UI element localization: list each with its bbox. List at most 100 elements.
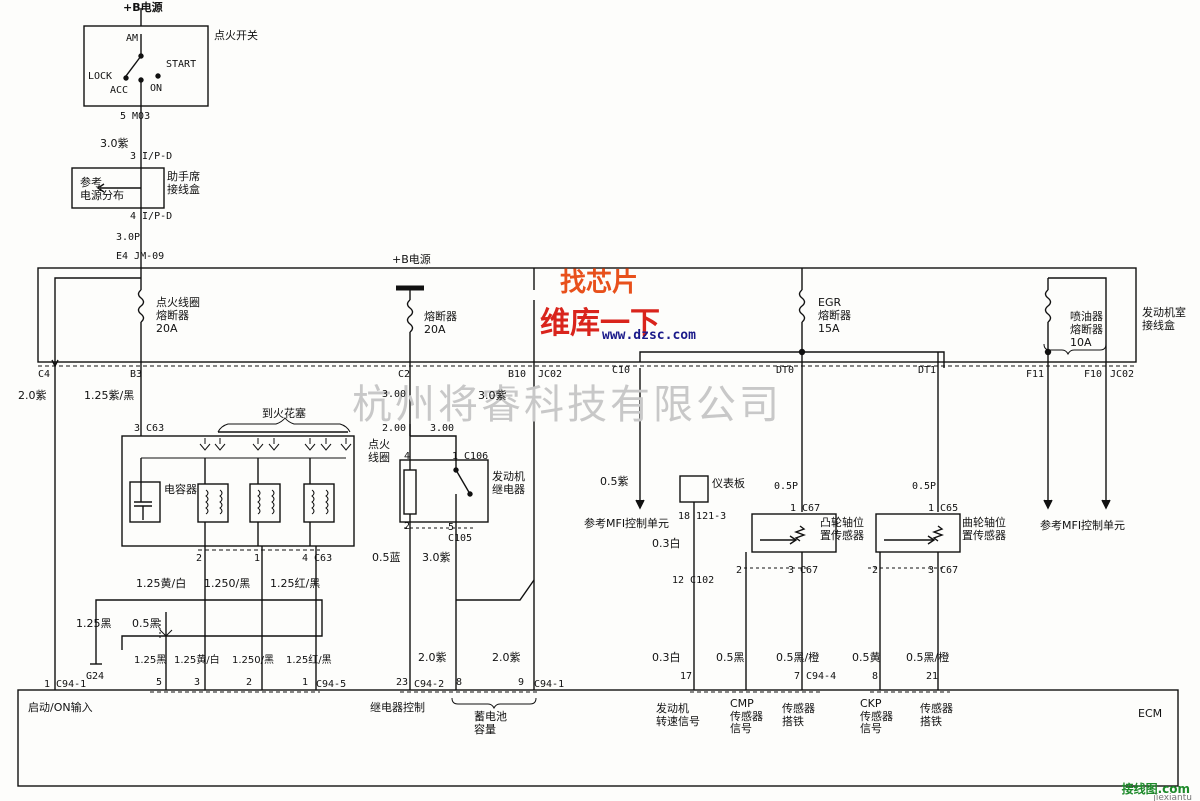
pin-ipd-bot: 4 I/P-D	[130, 211, 173, 222]
ignition-coil-box	[121, 435, 355, 547]
passenger-box-label: 助手席 接线盒	[167, 170, 200, 197]
wire-bottom-125-yw: 1.25黄/白	[174, 655, 220, 666]
conn-f11: F11	[1026, 369, 1045, 380]
coil-pin-1: 1	[254, 553, 261, 564]
engine-relay-box	[399, 459, 489, 523]
coil-pin-4-c63: 4 C63	[302, 553, 333, 564]
footer-domain: jiexiantu	[1153, 793, 1192, 801]
wire-05-black-2: 0.5黑	[132, 617, 161, 630]
wire-05-black-orange-1: 0.5黑/橙	[776, 651, 820, 664]
relay-pin-4: 4	[404, 451, 411, 462]
ecm-pin-9: 9	[518, 677, 525, 688]
injector-fuse: 喷油器 熔断器 10A	[1070, 310, 1103, 350]
ignition-coil-fuse: 点火线圈 熔断器 20A	[156, 296, 200, 336]
ecm-pin-7: 7	[794, 671, 801, 682]
egr-fuse: EGR 熔断器 15A	[818, 296, 851, 336]
conn-dt1: DT1	[918, 365, 937, 376]
pin-ipd-top: 3 I/P-D	[130, 151, 173, 162]
spark-plug-label: 到火花塞	[262, 407, 306, 420]
conn-b3: B3	[130, 369, 143, 380]
conn-c2: C2	[398, 369, 411, 380]
wire-20-purple-1: 2.0紫	[418, 651, 447, 664]
b-power-label: +B电源	[392, 253, 431, 266]
logo-url-text: www.dzsc.com	[602, 328, 696, 343]
wire-3-0-purple: 3.0紫	[100, 137, 129, 150]
relay-pin-1-c106: 1 C106	[452, 451, 489, 462]
ckp-pin-3-c67: 3 C67	[928, 565, 959, 576]
conn-b10: B10	[508, 369, 527, 380]
ref-mfi-2: 参考MFI控制单元	[1040, 519, 1126, 532]
engine-relay-title: 发动机 继电器	[492, 470, 525, 497]
pin-jm09: E4 JM-09	[116, 251, 165, 262]
engine-box-title: 发动机室 接线盒	[1142, 306, 1186, 333]
ignition-power-label: +B电源	[123, 1, 163, 14]
dzsc-logo: 找芯片 维库一下 www.dzsc.com	[540, 262, 740, 352]
cmp-pin-2: 2	[736, 565, 743, 576]
ecm-relay-control: 继电器控制	[370, 701, 425, 714]
wire-05-yellow: 0.5黄	[852, 651, 881, 664]
wire-05p-2: 0.5P	[912, 481, 937, 492]
wire-125-red-black: 1.25红/黑	[270, 577, 321, 590]
ecm-pin-c94-1: 1 C94-1	[44, 679, 87, 690]
conn-c10: C10	[612, 365, 631, 376]
cmp-pin-3-c67: 3 C67	[788, 565, 819, 576]
ecm-pin-8b: 8	[872, 671, 879, 682]
wire-03-white: 0.3白	[652, 537, 681, 550]
wire-03-white-2: 0.3白	[652, 651, 681, 664]
label-am: AM	[126, 33, 139, 44]
conn-c102: 12 C102	[672, 575, 715, 586]
ecm-pin-8: 8	[456, 677, 463, 688]
wire-3-0-purple-b: 3.0紫	[478, 389, 507, 402]
ignition-switch-title: 点火开关	[214, 29, 258, 42]
wire-05-blue: 0.5蓝	[372, 551, 401, 564]
wire-05p-1: 0.5P	[774, 481, 799, 492]
conn-f10: F10	[1084, 369, 1103, 380]
fuse-20a: 熔断器 20A	[424, 310, 457, 337]
ecm-battery: 蓄电池 容量	[474, 710, 507, 737]
label-lock: LOCK	[88, 71, 113, 82]
wire-3-0p: 3.0P	[116, 232, 141, 243]
ckp-sensor-title: 曲轮轴位 置传感器	[962, 516, 1006, 543]
logo-top-text: 找芯片	[560, 268, 639, 298]
wire-05-black-orange-2: 0.5黑/橙	[906, 651, 950, 664]
coil-pin-c63: 3 C63	[134, 423, 165, 434]
ecm-pin-21: 21	[926, 671, 939, 682]
ecm-pin-1: 1	[302, 677, 309, 688]
relay-pin-2: 2	[404, 521, 411, 532]
ecm-cmp-signal: CMP 传感器 信号	[730, 697, 763, 736]
label-on: ON	[150, 83, 163, 94]
logo-main-text: 维库一下	[540, 306, 660, 341]
passenger-junction-box	[71, 167, 165, 209]
ecm-box	[17, 689, 1179, 787]
conn-dt0: DT0	[776, 365, 795, 376]
instrument-panel-label: 仪表板	[712, 477, 745, 490]
cmp-sensor-title: 凸轮轴位 置传感器	[820, 516, 864, 543]
engine-junction-box	[37, 267, 1137, 363]
wire-c4: 2.0紫	[18, 389, 47, 402]
wire-20-purple-2: 2.0紫	[492, 651, 521, 664]
conn-jc02-b: JC02	[1110, 369, 1135, 380]
ecm-pin-c94-5: C94-5	[316, 679, 347, 690]
ignition-coil-title: 点火 线圈	[368, 438, 390, 465]
ecm-pin-23: 23	[396, 677, 409, 688]
ecm-ckp-signal: CKP 传感器 信号	[860, 697, 893, 736]
wire-30-purple: 3.0紫	[422, 551, 451, 564]
ref-power-dist: 参考 电源分布	[80, 176, 124, 203]
ecm-pin-c94-2: C94-2	[414, 679, 445, 690]
ignition-switch-box	[83, 25, 209, 107]
ckp-pin-2: 2	[872, 565, 879, 576]
conn-jc02-a: JC02	[538, 369, 563, 380]
coil-pin-2: 2	[196, 553, 203, 564]
pin-m03: 5 M03	[120, 111, 151, 122]
wire-3-00-c: 3.00	[430, 423, 455, 434]
ecm-pin-3: 3	[194, 677, 201, 688]
wire-125-black: 1.25黑	[76, 617, 112, 630]
ecm-pin-5: 5	[156, 677, 163, 688]
wire-125-yellow-white: 1.25黄/白	[136, 577, 187, 590]
label-start: START	[166, 59, 197, 70]
panel-pins: 18 121-3	[678, 511, 727, 522]
ground-g24: G24	[86, 671, 105, 682]
wire-1250-black: 1.250/黑	[204, 577, 251, 590]
